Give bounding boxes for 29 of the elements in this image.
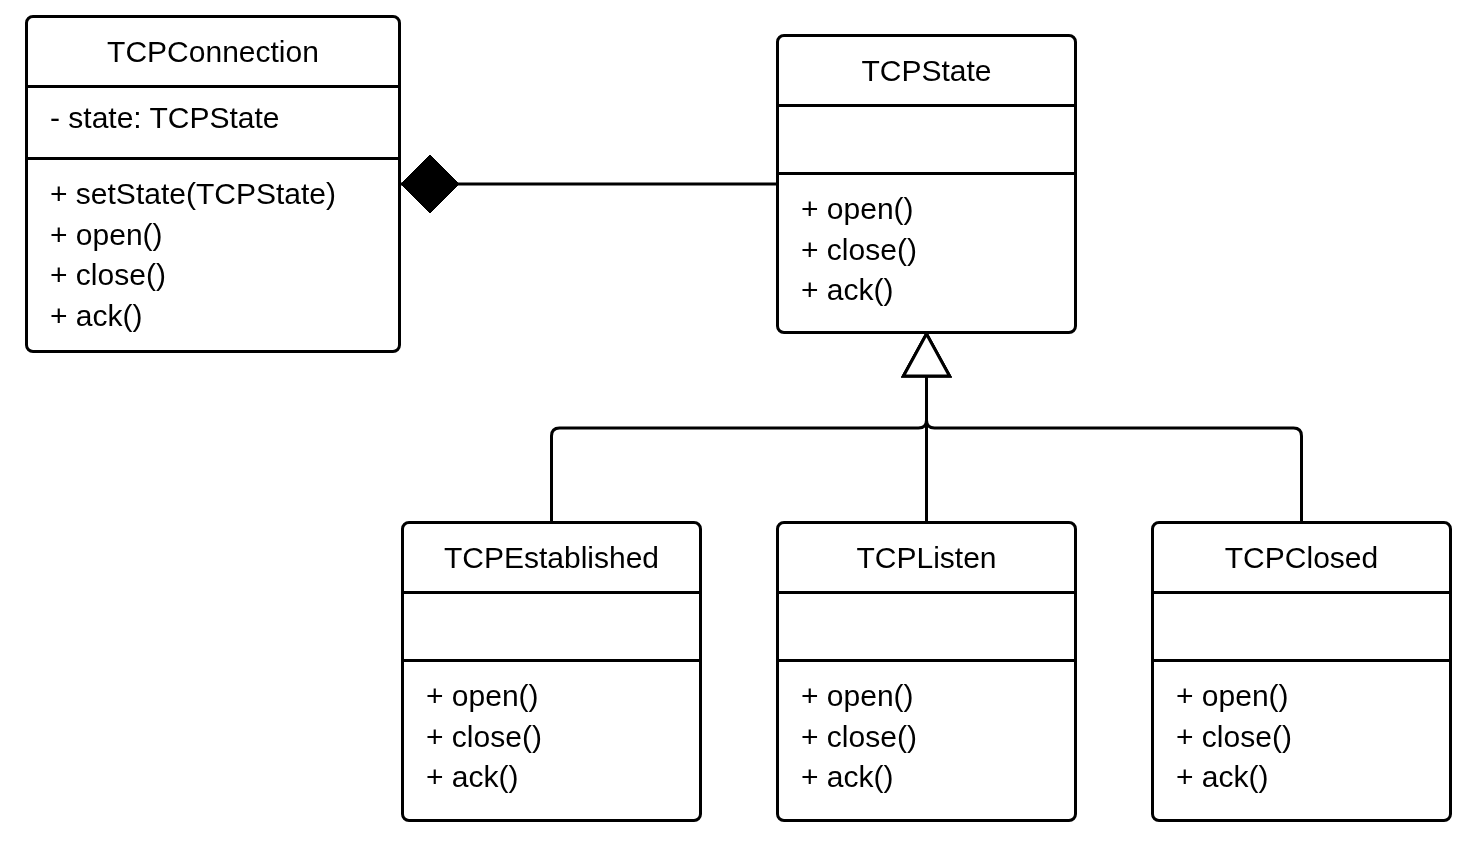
method-text: + ack(): [801, 272, 894, 308]
method-text: + close(): [50, 257, 166, 293]
method-text: + close(): [426, 718, 542, 755]
class-box: [776, 521, 1077, 822]
class-box: [1151, 521, 1452, 822]
class-name: TCPState: [861, 53, 992, 88]
method-text: + ack(): [426, 759, 519, 795]
method-text: + close(): [801, 231, 917, 268]
method-text: + setState(TCPState): [50, 176, 336, 212]
method-text: + open(): [801, 678, 914, 714]
class-name: TCPConnection: [107, 34, 319, 69]
class-box: [776, 34, 1077, 334]
method-text: + ack(): [1176, 759, 1269, 795]
method-text: + open(): [801, 191, 914, 227]
method-text: + close(): [1176, 718, 1292, 755]
class-name: TCPClosed: [1224, 540, 1379, 575]
composition-line: [400, 154, 776, 214]
method-text: + open(): [426, 678, 539, 714]
class-name: TCPListen: [856, 540, 997, 575]
attribute-text: - state: TCPState: [50, 100, 280, 136]
class-box: [401, 521, 702, 822]
method-text: + close(): [801, 718, 917, 755]
method-text: + ack(): [50, 297, 143, 334]
method-text: + open(): [1176, 678, 1289, 714]
class-name: TCPEstablished: [443, 540, 660, 575]
class-box: [25, 15, 401, 353]
method-text: + open(): [50, 216, 163, 253]
method-text: + ack(): [801, 759, 894, 795]
inheritance-arrow: [902, 332, 1303, 521]
